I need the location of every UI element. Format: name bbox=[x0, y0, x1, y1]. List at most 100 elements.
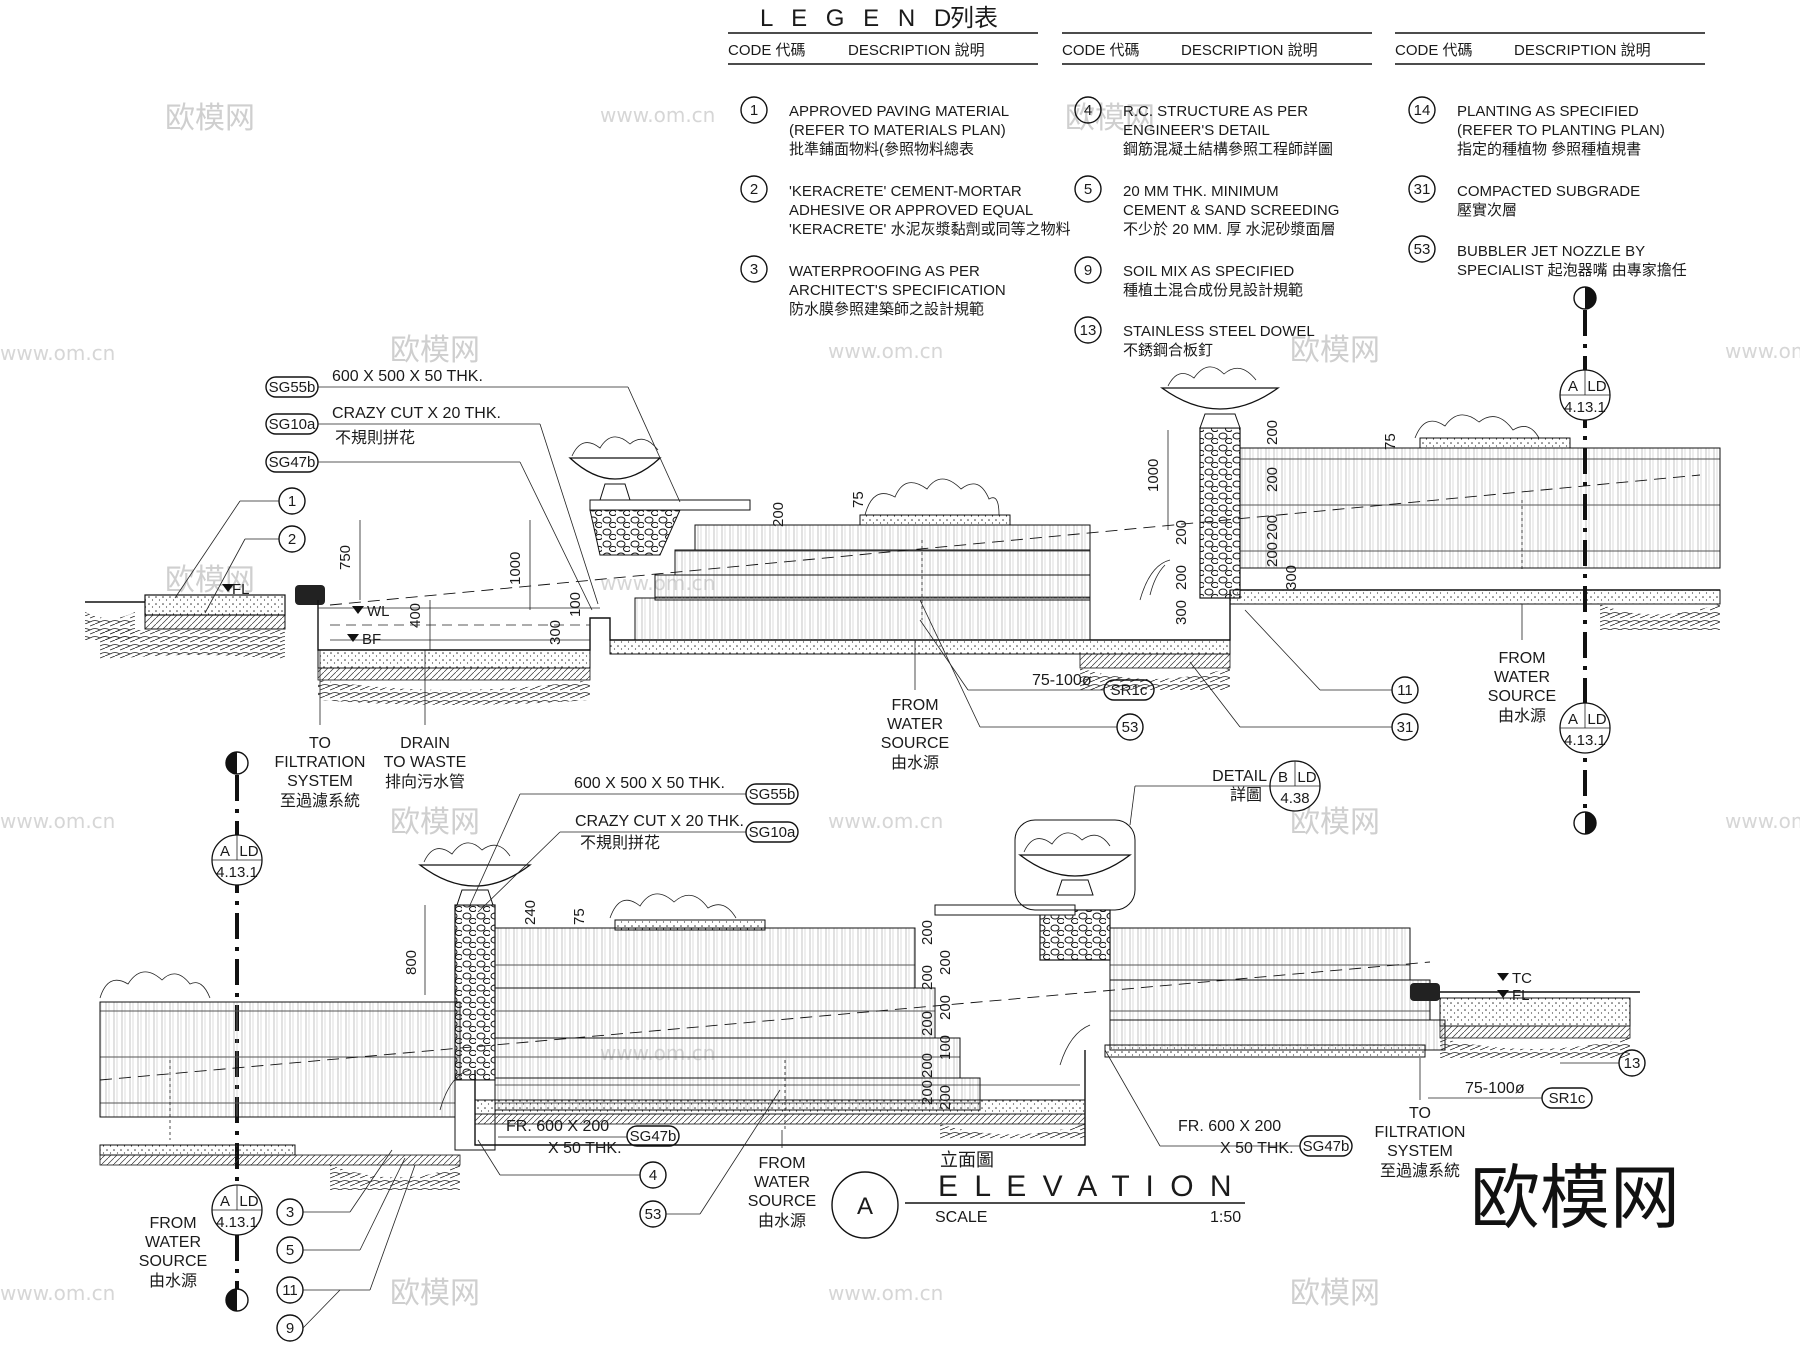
svg-text:LD: LD bbox=[1587, 711, 1606, 728]
scale-value: 1:50 bbox=[1210, 1209, 1241, 1226]
svg-text:53: 53 bbox=[1414, 241, 1431, 258]
pipe-label: 75-100ø SR1c bbox=[919, 619, 1155, 701]
legend-item: 13 STAINLESS STEEL DOWEL 不銹鋼合板釘 bbox=[1074, 316, 1315, 359]
svg-text:壓實次層: 壓實次層 bbox=[1457, 201, 1517, 219]
pipe-label: 75-100ø SR1c bbox=[1428, 1080, 1593, 1109]
number-bubble: 2 bbox=[204, 525, 306, 614]
svg-text:A: A bbox=[220, 843, 230, 860]
svg-text:(REFER TO PLANTING PLAN): (REFER TO PLANTING PLAN) bbox=[1457, 122, 1665, 139]
legend-item: 14 PLANTING AS SPECIFIED (REFER TO PLANT… bbox=[1408, 96, 1665, 158]
svg-text:www.om.cn: www.om.cn bbox=[0, 341, 115, 365]
number-bubble: 5 bbox=[276, 1157, 406, 1264]
svg-text:31: 31 bbox=[1397, 719, 1414, 736]
svg-text:14: 14 bbox=[1414, 102, 1431, 119]
svg-text:200: 200 bbox=[1173, 520, 1190, 545]
section-cut-line: A LD 4.13.1 A LD 4.13.1 bbox=[211, 751, 263, 1312]
svg-text:750: 750 bbox=[337, 545, 354, 570]
svg-text:75-100ø: 75-100ø bbox=[1465, 1080, 1525, 1097]
section-ref: A LD 4.13.1 bbox=[211, 834, 263, 886]
svg-text:800: 800 bbox=[403, 950, 420, 975]
svg-text:75: 75 bbox=[1382, 433, 1399, 450]
svg-text:75: 75 bbox=[571, 908, 588, 925]
svg-text:SPECIALIST 起泡器嘴 由專家擔任: SPECIALIST 起泡器嘴 由專家擔任 bbox=[1457, 262, 1687, 279]
title-block: A 立面圖 E L E V A T I O N SCALE 1:50 bbox=[831, 1150, 1245, 1239]
dimensions: 240 75 800 200 200 200 200 200 200 100 2… bbox=[403, 900, 954, 1110]
svg-text:TO: TO bbox=[309, 735, 331, 752]
fr-note: FR. 600 X 200 X 50 THK. SG47b bbox=[498, 1118, 680, 1157]
svg-text:200: 200 bbox=[919, 920, 936, 945]
svg-text:BUBBLER JET NOZZLE BY: BUBBLER JET NOZZLE BY bbox=[1457, 243, 1645, 260]
svg-text:13: 13 bbox=[1080, 322, 1097, 339]
svg-text:FR. 600 X 200: FR. 600 X 200 bbox=[1178, 1118, 1281, 1135]
svg-text:A: A bbox=[1568, 378, 1578, 395]
svg-text:TO: TO bbox=[1409, 1105, 1431, 1122]
svg-text:FL: FL bbox=[232, 581, 250, 598]
svg-text:詳圖: 詳圖 bbox=[1230, 786, 1262, 804]
number-bubble: 1 bbox=[174, 487, 306, 599]
title-zh: 立面圖 bbox=[940, 1150, 994, 1170]
note-from-water-source: FROM WATER SOURCE 由水源 bbox=[139, 1215, 207, 1290]
svg-text:SOURCE: SOURCE bbox=[881, 735, 949, 752]
svg-text:欧模网: 欧模网 bbox=[1065, 101, 1155, 136]
svg-text:1000: 1000 bbox=[1145, 459, 1162, 492]
svg-text:4.13.1: 4.13.1 bbox=[1564, 399, 1606, 416]
page-title: E L E V A T I O N bbox=[938, 1170, 1236, 1203]
svg-text:不少於 20 MM. 厚 水泥砂漿面層: 不少於 20 MM. 厚 水泥砂漿面層 bbox=[1123, 221, 1336, 238]
section-cut-line: A LD 4.13.1 A LD 4.13.1 bbox=[1559, 286, 1611, 835]
legend: L E G E N D 列表 CODE 代碼 DESCRIPTION 說明 CO… bbox=[728, 5, 1705, 359]
svg-text:欧模网: 欧模网 bbox=[165, 563, 255, 598]
number-bubble: 4 bbox=[477, 1139, 667, 1189]
legend-item: 2 'KERACRETE' CEMENT-MORTAR ADHESIVE OR … bbox=[740, 175, 1071, 238]
svg-text:2: 2 bbox=[288, 531, 296, 548]
callout-sg47b: SG47b bbox=[265, 451, 593, 611]
svg-text:R.C. STRUCTURE AS PER: R.C. STRUCTURE AS PER bbox=[1123, 103, 1308, 120]
svg-text:200: 200 bbox=[1264, 515, 1281, 540]
svg-text:TO WASTE: TO WASTE bbox=[384, 754, 467, 771]
svg-text:LD: LD bbox=[1297, 769, 1316, 786]
svg-text:200: 200 bbox=[919, 965, 936, 990]
svg-text:1000: 1000 bbox=[507, 552, 524, 585]
svg-text:600 X 500 X 50 THK.: 600 X 500 X 50 THK. bbox=[574, 775, 725, 792]
svg-text:SOURCE: SOURCE bbox=[1488, 688, 1556, 705]
svg-text:100: 100 bbox=[937, 1035, 954, 1060]
svg-text:LD: LD bbox=[1587, 378, 1606, 395]
svg-text:200: 200 bbox=[919, 1011, 936, 1036]
svg-text:欧模网: 欧模网 bbox=[390, 805, 480, 840]
upper-section: FL WL BF 750 1000 400 300 100 200 75 100… bbox=[85, 286, 1721, 835]
svg-text:DETAIL: DETAIL bbox=[1212, 768, 1267, 785]
svg-text:200: 200 bbox=[919, 1053, 936, 1078]
svg-text:A: A bbox=[220, 1193, 230, 1210]
svg-text:300: 300 bbox=[1173, 600, 1190, 625]
callout-sg55b: 600 X 500 X 50 THK. SG55b bbox=[469, 775, 799, 906]
svg-text:欧模网: 欧模网 bbox=[390, 1276, 480, 1311]
legend-item: 1 APPROVED PAVING MATERIAL (REFER TO MAT… bbox=[740, 96, 1009, 158]
legend-col-desc: DESCRIPTION 說明 bbox=[1514, 42, 1651, 59]
svg-text:鋼筋混凝土結構參照工程師詳圖: 鋼筋混凝土結構參照工程師詳圖 bbox=[1123, 141, 1333, 158]
note-to-filtration: TO FILTRATION SYSTEM 至過濾系統 bbox=[1375, 1058, 1465, 1180]
svg-text:200: 200 bbox=[1264, 542, 1281, 567]
svg-text:13: 13 bbox=[1624, 1055, 1641, 1072]
section-ref: A LD 4.13.1 bbox=[1559, 369, 1611, 421]
svg-text:200: 200 bbox=[770, 502, 787, 527]
svg-text:至過濾系統: 至過濾系統 bbox=[280, 792, 360, 810]
svg-text:400: 400 bbox=[407, 603, 424, 628]
svg-text:53: 53 bbox=[1122, 719, 1139, 736]
svg-text:欧模网: 欧模网 bbox=[1290, 333, 1380, 368]
svg-text:4.38: 4.38 bbox=[1280, 790, 1309, 807]
scale-label: SCALE bbox=[935, 1209, 987, 1226]
svg-text:種植土混合成份見設計規範: 種植土混合成份見設計規範 bbox=[1123, 281, 1303, 299]
svg-text:A: A bbox=[1568, 711, 1578, 728]
svg-text:300: 300 bbox=[547, 620, 564, 645]
number-bubble: 13 bbox=[1560, 1049, 1646, 1077]
svg-text:FROM: FROM bbox=[758, 1155, 805, 1172]
svg-text:SYSTEM: SYSTEM bbox=[1387, 1143, 1453, 1160]
svg-text:www.om.cn: www.om.cn bbox=[828, 809, 943, 833]
svg-text:4.13.1: 4.13.1 bbox=[216, 864, 258, 881]
legend-item: 31 COMPACTED SUBGRADE 壓實次層 bbox=[1408, 175, 1640, 219]
svg-text:SG10a: SG10a bbox=[749, 824, 796, 841]
legend-item: 3 WATERPROOFING AS PER ARCHITECT'S SPECI… bbox=[740, 255, 1006, 318]
svg-text:欧模网: 欧模网 bbox=[1290, 1276, 1380, 1311]
callout-sg10a: CRAZY CUT X 20 THK. 不規則拼花 SG10a bbox=[477, 813, 799, 913]
svg-text:CEMENT & SAND SCREEDING: CEMENT & SAND SCREEDING bbox=[1123, 202, 1339, 219]
legend-item: 5 20 MM THK. MINIMUM CEMENT & SAND SCREE… bbox=[1074, 175, 1339, 238]
